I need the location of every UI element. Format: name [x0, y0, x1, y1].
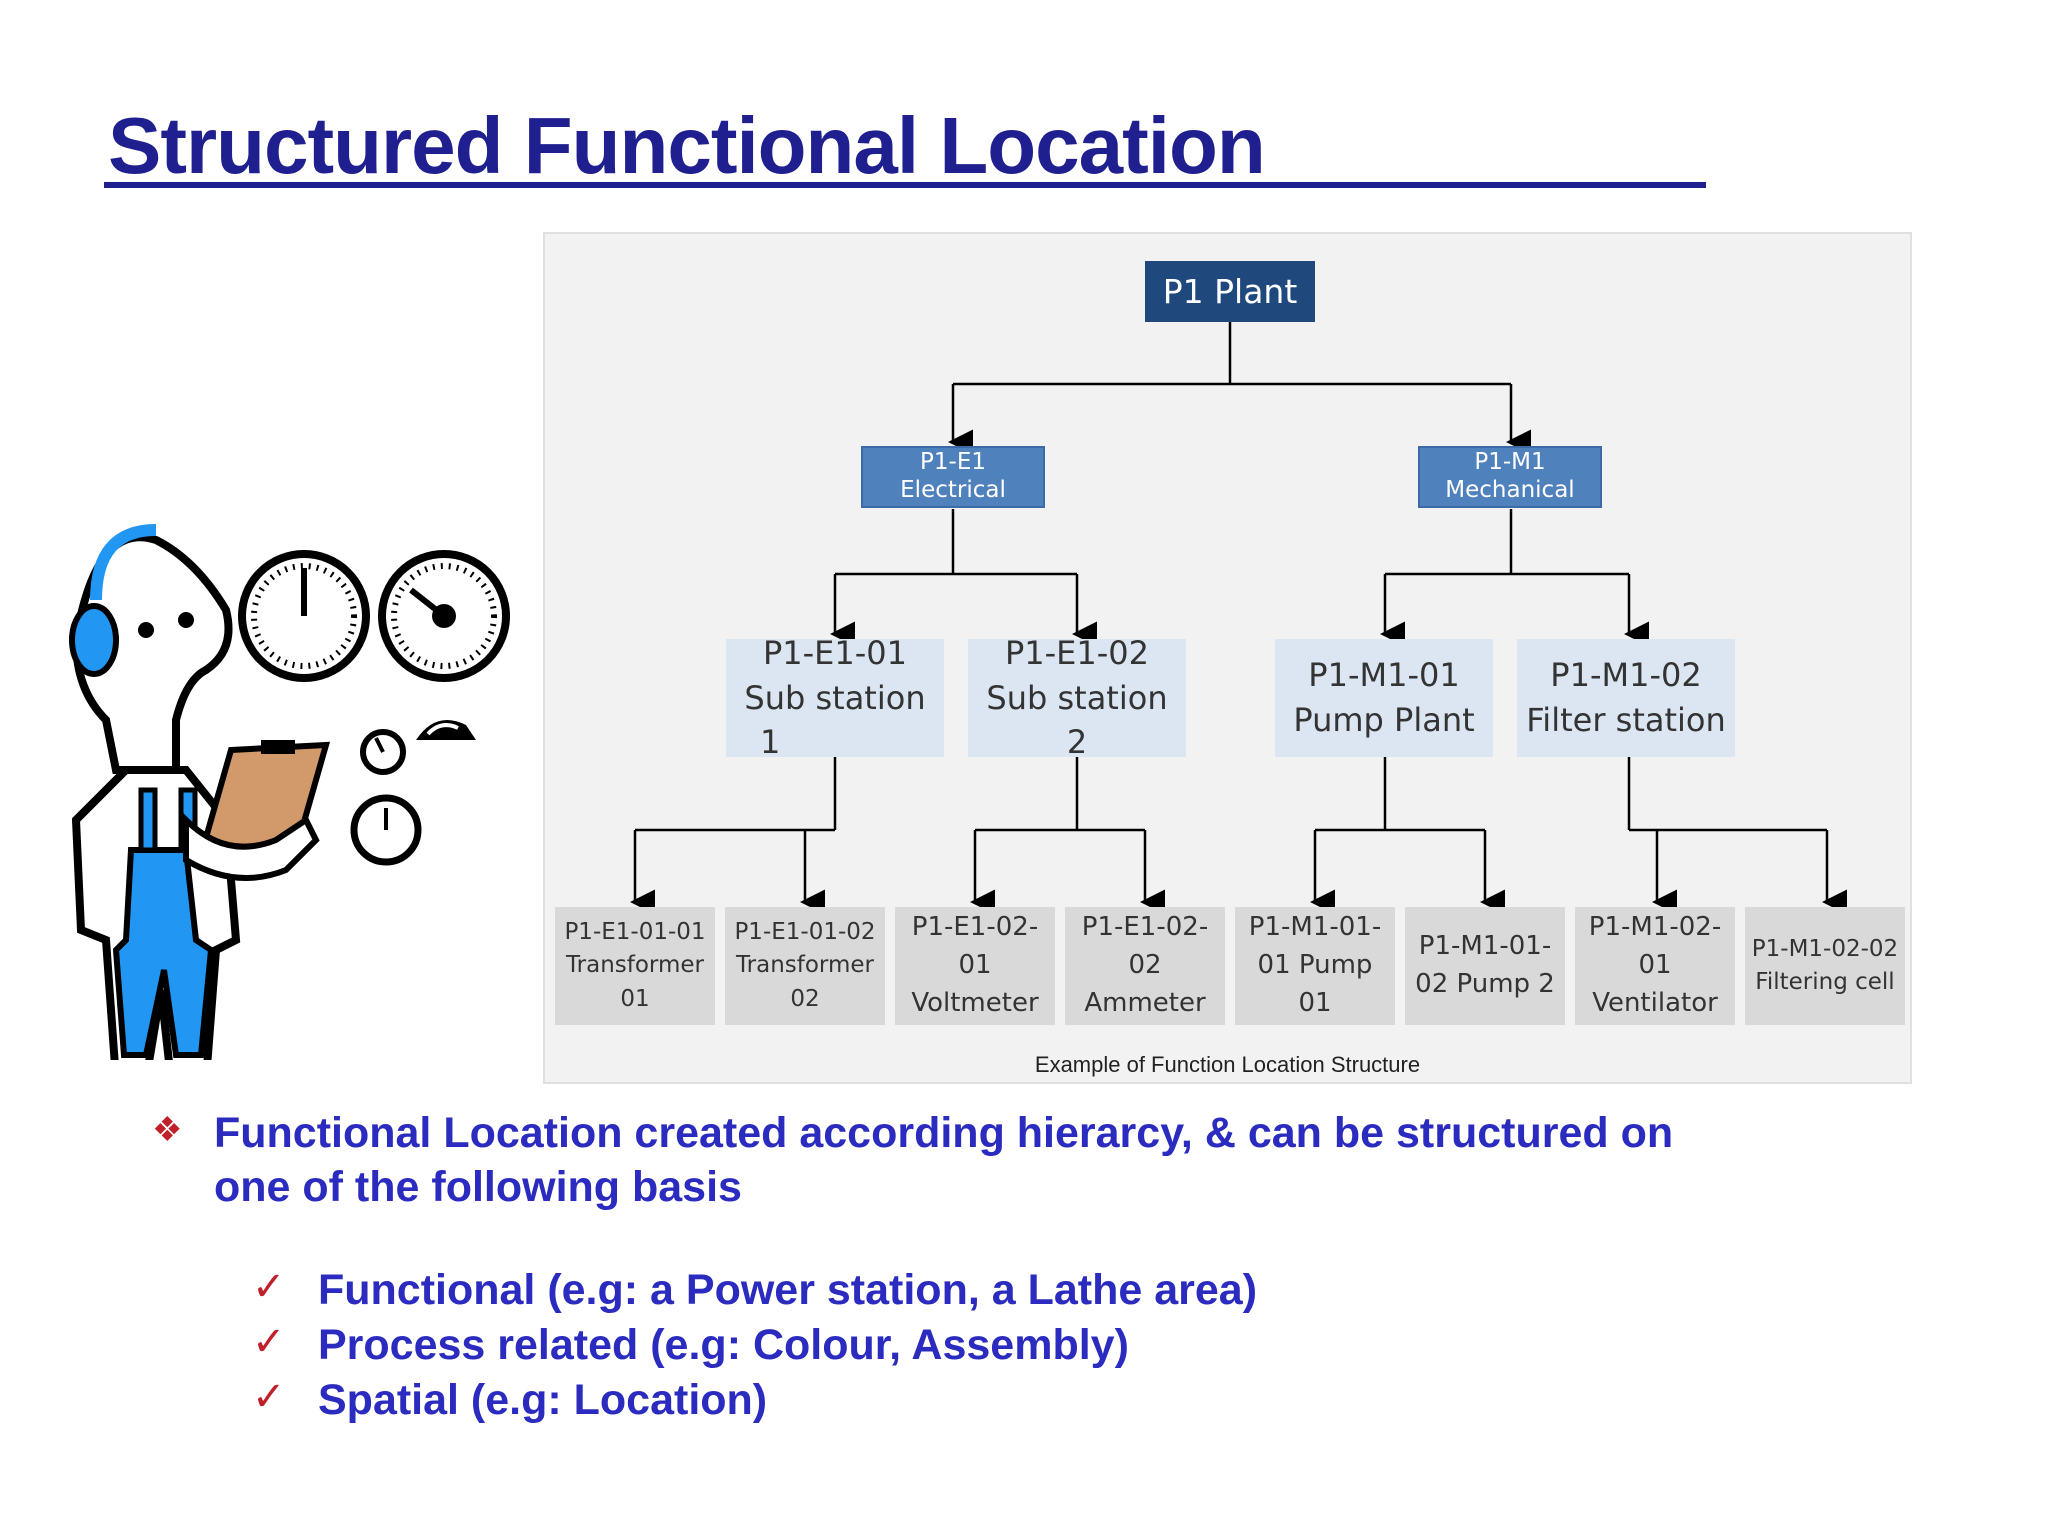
checkmark-icon: ✓ [252, 1319, 286, 1365]
node-code: P1-E1-02 [1004, 633, 1150, 672]
node-p1-m1-01-01: P1-M1-01- 01 Pump 01 [1235, 907, 1395, 1025]
node-label: Electrical [900, 477, 1006, 503]
node-p1-m1-mechanical: P1-M1 Mechanical [1418, 446, 1602, 508]
node-label-suffix: 01 [1298, 987, 1332, 1018]
checklist-item-text: Process related (e.g: Colour, Assembly) [318, 1321, 1129, 1369]
node-p1-e1-electrical: P1-E1 Electrical [861, 446, 1045, 508]
node-code: P1-M1-02- [1588, 912, 1722, 943]
node-label-suffix: 02 [790, 985, 820, 1012]
node-p1-m1-01-pump-plant: P1-M1-01 Pump Plant [1275, 639, 1493, 757]
node-label: Filtering cell [1755, 969, 1895, 995]
node-code-suffix: 02 [1128, 950, 1162, 981]
title-underline [104, 182, 1706, 188]
node-code: P1-M1-01- [1248, 912, 1382, 943]
node-label: Transformer [565, 952, 704, 979]
node-code: P1-E1-01 [762, 633, 908, 672]
checkmark-icon: ✓ [252, 1374, 286, 1420]
node-label-suffix: 2 [1066, 723, 1088, 762]
node-code: P1-M1 [1474, 449, 1546, 476]
node-code: P1-M1-02 [1550, 656, 1702, 695]
node-p1-m1-01-02: P1-M1-01- 02 Pump 2 [1405, 907, 1565, 1025]
node-label: Pump Plant [1293, 701, 1475, 739]
main-bullet-line-2: one of the following basis [214, 1163, 742, 1211]
node-label: Mechanical [1445, 477, 1575, 503]
node-code: P1-E1-02- [911, 912, 1039, 943]
node-code-suffix: 01 [1638, 950, 1672, 981]
node-label: Transformer [735, 952, 874, 979]
node-label: 02 Pump 2 [1415, 969, 1555, 999]
node-label: 01 Pump [1257, 950, 1373, 981]
node-code: P1-M1-01 [1308, 656, 1460, 695]
diagram-caption: Example of Function Location Structure [1034, 1052, 1421, 1077]
diamond-bullet-icon: ❖ [152, 1111, 183, 1149]
node-code: P1-E1-02- [1081, 912, 1209, 943]
connector-lines [630, 322, 1847, 915]
node-label: Ventilator [1592, 987, 1718, 1018]
main-bullet-text: Functional Location created according hi… [214, 1106, 1894, 1214]
technician-illustration-icon [69, 524, 510, 1060]
node-p1-plant: P1 Plant [1145, 261, 1315, 322]
node-label: Filter station [1526, 701, 1726, 739]
checklist-item-text: Functional (e.g: a Power station, a Lath… [318, 1266, 1258, 1314]
node-p1-e1-01-sub-station: P1-E1-01 Sub station 1 [726, 634, 944, 761]
node-code: P1-E1-01-02 [734, 918, 876, 945]
node-code: P1-M1-01- [1418, 931, 1552, 962]
node-code: P1-E1-01-01 [564, 918, 706, 945]
node-label-suffix: 01 [620, 985, 650, 1012]
slide-title: Structured Functional Location [108, 101, 1266, 190]
node-p1-m1-02-filter-station: P1-M1-02 Filter station [1517, 639, 1735, 757]
functional-location-diagram: P1 Plant P1-E1 Electrical P1-M1 Mechanic… [543, 232, 1912, 1084]
node-p1-e1-02-sub-station: P1-E1-02 Sub station 2 [968, 634, 1186, 761]
checkmark-icon: ✓ [252, 1264, 286, 1310]
node-p1-e1-01-01: P1-E1-01-01 Transformer 01 [555, 907, 715, 1025]
node-label: P1 Plant [1162, 271, 1298, 311]
main-bullet-line-1: Functional Location created according hi… [214, 1109, 1674, 1157]
node-label: Sub station [744, 678, 926, 717]
node-label: Sub station [986, 678, 1168, 717]
node-code: P1-M1-02-02 [1751, 935, 1899, 962]
node-code-suffix: 01 [958, 950, 992, 981]
node-label-suffix: 1 [760, 723, 781, 762]
node-p1-m1-02-01: P1-M1-02- 01 Ventilator [1575, 907, 1735, 1025]
node-code: P1-E1 [920, 449, 986, 476]
node-label: Voltmeter [911, 987, 1039, 1018]
node-p1-e1-02-02: P1-E1-02- 02 Ammeter [1065, 907, 1225, 1025]
node-p1-e1-02-01: P1-E1-02- 01 Voltmeter [895, 907, 1055, 1025]
node-label: Ammeter [1084, 987, 1206, 1018]
checklist-item-text: Spatial (e.g: Location) [318, 1376, 768, 1424]
node-p1-m1-02-02: P1-M1-02-02 Filtering cell [1745, 907, 1905, 1025]
node-p1-e1-01-02: P1-E1-01-02 Transformer 02 [725, 907, 885, 1025]
